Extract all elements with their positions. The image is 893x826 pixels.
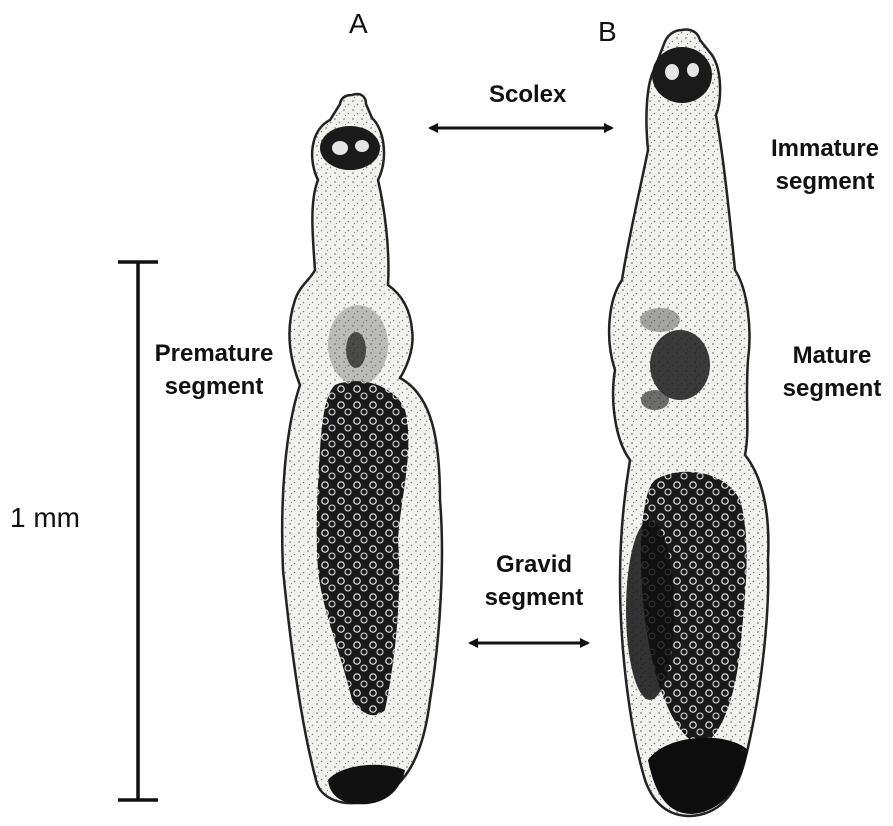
immature-label-line1: Immature <box>764 132 886 165</box>
scolex-label: Scolex <box>489 78 566 111</box>
premature-label-line2: segment <box>146 370 282 403</box>
scale-bar-label: 1 mm <box>10 502 80 534</box>
gravid-label-line2: segment <box>478 581 590 614</box>
panel-label-b: B <box>598 16 617 48</box>
premature-label-line1: Premature <box>146 337 282 370</box>
mature-segment-label: Mature segment <box>776 339 888 405</box>
worm-b-scolex <box>652 47 712 103</box>
gravid-label-line1: Gravid <box>478 548 590 581</box>
immature-label-line2: segment <box>764 165 886 198</box>
mature-label-line1: Mature <box>776 339 888 372</box>
mature-label-line2: segment <box>776 372 888 405</box>
panel-label-a: A <box>349 8 368 40</box>
worm-b-mature-organs <box>650 330 710 400</box>
premature-segment-label: Premature segment <box>146 337 282 403</box>
gravid-segment-label: Gravid segment <box>478 548 590 614</box>
immature-segment-label: Immature segment <box>764 132 886 198</box>
worm-a-scolex <box>320 126 380 170</box>
worm-a <box>282 94 442 804</box>
worm-b <box>609 29 768 816</box>
